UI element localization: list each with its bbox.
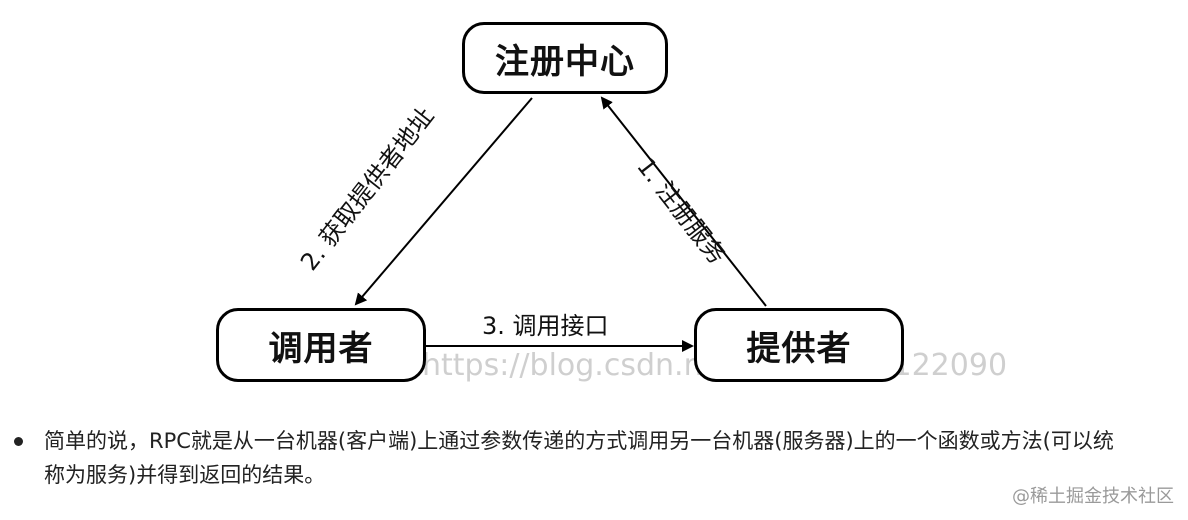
bullet-icon bbox=[14, 437, 23, 446]
list-item: 简单的说，RPC就是从一台机器(客户端)上通过参数传递的方式调用另一台机器(服务… bbox=[10, 424, 1130, 492]
diagram-arrows bbox=[354, 96, 767, 352]
site-watermark: @稀土掘金技术社区 bbox=[1012, 486, 1174, 507]
description-list: 简单的说，RPC就是从一台机器(客户端)上通过参数传递的方式调用另一台机器(服务… bbox=[10, 424, 1130, 492]
rpc-diagram: https://blog.csdn.net/weixin_43122090 注册… bbox=[210, 8, 1007, 392]
edge-label-invoke: 3. 调用接口 bbox=[482, 312, 609, 340]
node-registry-center: 注册中心 bbox=[462, 22, 668, 94]
node-caller: 调用者 bbox=[216, 308, 426, 382]
node-provider: 提供者 bbox=[694, 308, 904, 382]
description-text: 简单的说，RPC就是从一台机器(客户端)上通过参数传递的方式调用另一台机器(服务… bbox=[44, 429, 1114, 487]
arrow-register bbox=[600, 96, 767, 307]
arrow-discover bbox=[354, 97, 533, 306]
